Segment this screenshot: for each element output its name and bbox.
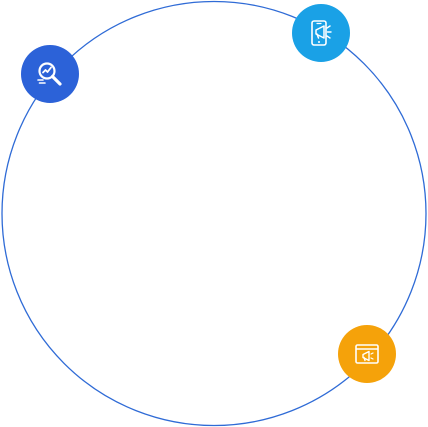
web-advertising-badge[interactable]: [338, 325, 396, 383]
mobile-marketing-badge[interactable]: [292, 4, 350, 62]
magnifier-analytics-icon: [35, 59, 65, 89]
phone-megaphone-icon: [306, 18, 336, 48]
browser-megaphone-icon: [352, 339, 382, 369]
seo-search-analytics-badge[interactable]: [21, 45, 79, 103]
